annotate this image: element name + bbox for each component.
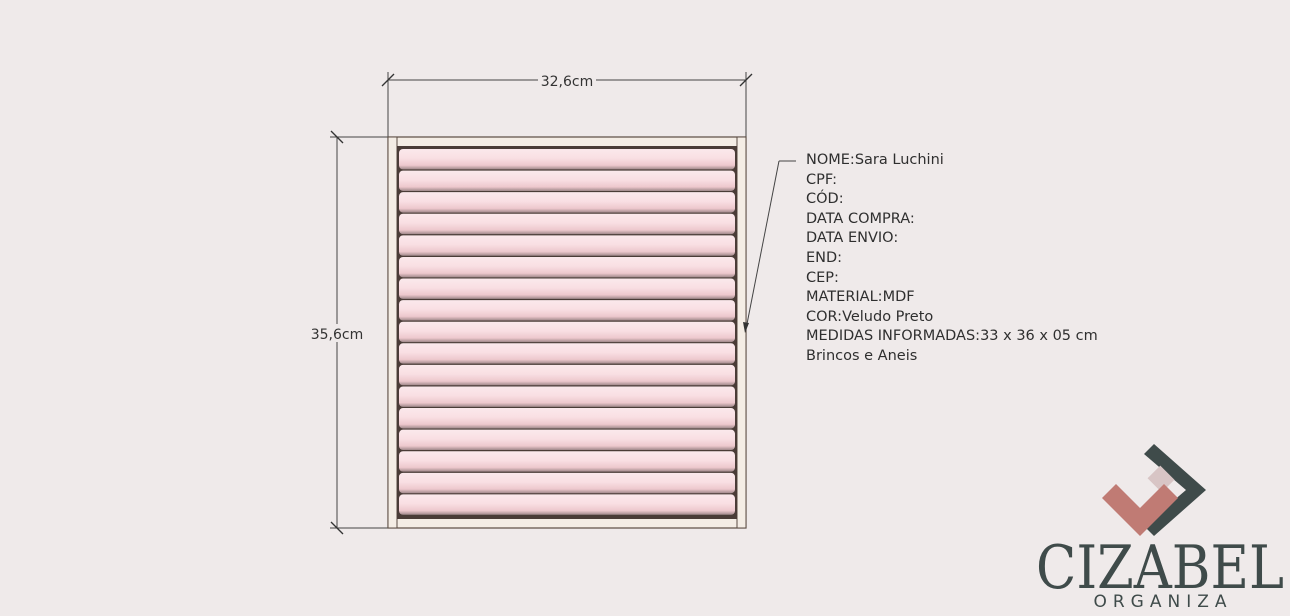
width-label: 32,6cm	[541, 74, 594, 90]
velvet-roll	[399, 451, 735, 472]
velvet-roll	[399, 213, 735, 235]
spec-value: 33 x 36 x 05 cm	[980, 328, 1098, 345]
width-dimension: 32,6cm	[381, 71, 753, 137]
spec-label: CPF:	[806, 171, 837, 188]
velvet-roll	[399, 300, 735, 321]
spec-line: CEP:	[806, 269, 1246, 289]
spec-line: DATA COMPRA:	[806, 210, 1246, 230]
spec-line: CÓD:	[806, 190, 1246, 210]
velvet-roll	[399, 472, 735, 494]
spec-value: Veludo Preto	[842, 308, 934, 325]
velvet-roll	[399, 278, 735, 299]
spec-label: DATA COMPRA:	[806, 210, 915, 227]
velvet-roll	[399, 149, 735, 170]
brand-wordmark: CIZABEL	[1036, 533, 1284, 603]
spec-line: DATA ENVIO:	[806, 229, 1246, 249]
velvet-roll	[399, 170, 735, 191]
organizer-box	[387, 136, 747, 529]
velvet-roll	[399, 321, 735, 343]
velvet-roll	[399, 408, 735, 429]
brand-mark-accent-chevron	[1102, 484, 1178, 536]
height-dimension: 35,6cm	[308, 130, 388, 535]
brand-logo: CIZABEL ORGANIZA	[1036, 444, 1284, 612]
velvet-roll	[399, 386, 735, 407]
leader-arrowhead	[743, 322, 749, 333]
leader-line	[743, 160, 796, 333]
spec-line: Brincos e Aneis	[806, 347, 1246, 367]
velvet-roll	[399, 429, 735, 451]
spec-line: END:	[806, 249, 1246, 269]
spec-line: MATERIAL:MDF	[806, 288, 1246, 308]
velvet-roll	[399, 256, 735, 278]
spec-label: CEP:	[806, 269, 839, 286]
spec-label: COR:	[806, 308, 843, 325]
spec-label: NOME:	[806, 152, 855, 168]
velvet-roll	[399, 364, 735, 386]
spec-line: CPF:	[806, 171, 1246, 191]
spec-label: DATA ENVIO:	[806, 230, 899, 247]
brand-mark-icon	[1102, 444, 1206, 536]
spec-label: MATERIAL:	[806, 289, 883, 306]
brand-tagline: ORGANIZA	[1093, 592, 1232, 612]
spec-value: Brincos e Aneis	[806, 347, 918, 364]
velvet-roll	[399, 494, 735, 515]
velvet-rolls	[399, 149, 735, 515]
spec-line: NOME:Sara Luchini	[806, 151, 1246, 171]
velvet-roll	[399, 343, 735, 364]
height-label: 35,6cm	[311, 327, 364, 343]
spec-label: CÓD:	[806, 191, 844, 208]
velvet-roll	[399, 235, 735, 256]
spec-label: MEDIDAS INFORMADAS:	[806, 328, 981, 345]
velvet-roll	[399, 192, 735, 213]
box-right-wall	[736, 136, 747, 529]
spec-label: END:	[806, 249, 843, 266]
box-left-wall	[387, 136, 398, 529]
spec-line: COR:Veludo Preto	[806, 308, 1246, 328]
spec-line: MEDIDAS INFORMADAS:33 x 36 x 05 cm	[806, 327, 1246, 347]
spec-value: Sara Luchini	[854, 152, 944, 168]
brand-mark-light-square	[1147, 465, 1175, 493]
spec-value: MDF	[882, 289, 915, 306]
